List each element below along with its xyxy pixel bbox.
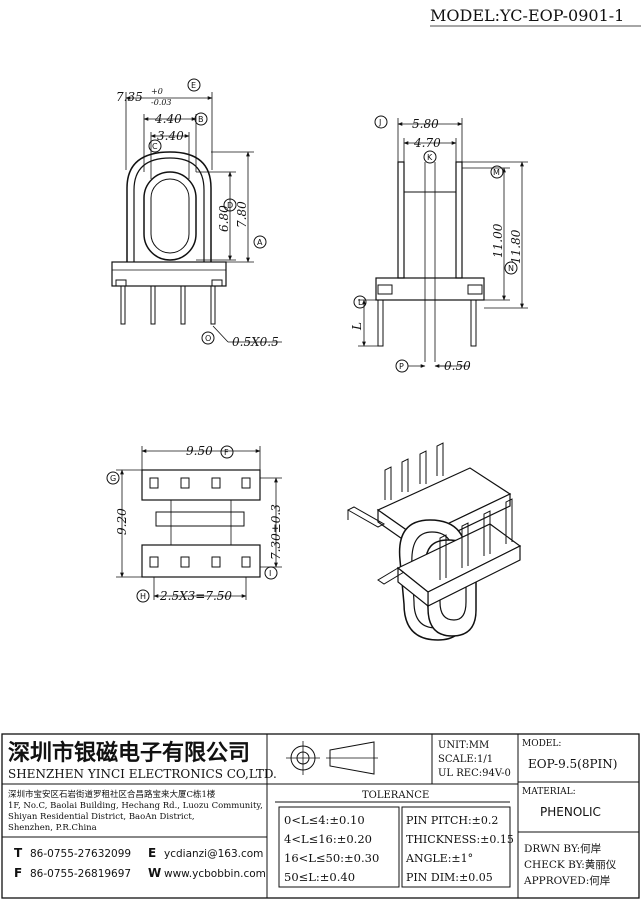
- front-view: 7.35 +0 -0.03 4.40 3.40 6.80 7.80 0.5X0.…: [111, 87, 282, 349]
- address-cn: 深圳市宝安区石岩街道罗租社区合昌路宝来大厦C栋1楼: [8, 789, 216, 800]
- dim-height-inner: 6.80: [217, 205, 231, 232]
- marker-p: P: [395, 359, 409, 373]
- fax-label: F: [14, 866, 22, 880]
- tel-value: 86-0755-27632099: [30, 848, 131, 860]
- marker-a: A: [253, 235, 267, 249]
- projection-symbol-icon: [286, 741, 378, 775]
- tolerance-left-3: 16<L≤50:±0.30: [284, 851, 379, 865]
- svg-text:L: L: [358, 298, 363, 307]
- address-en-line3: Shenzhen, P.R.China: [8, 823, 97, 833]
- drawn-by: DRWN BY:何岸: [524, 842, 601, 855]
- side-view: 5.80 4.70 11.00 11.80 L 0.50: [350, 117, 528, 373]
- tolerance-right-4: PIN DIM:±0.05: [406, 871, 493, 884]
- material-label: MATERIAL:: [522, 787, 576, 797]
- tolerance-right-2: THICKNESS:±0.15: [406, 833, 514, 846]
- marker-d: D: [223, 198, 237, 212]
- marker-l: L: [353, 295, 367, 309]
- dim-bottom-width: 9.50: [186, 444, 213, 458]
- svg-text:O: O: [205, 334, 211, 343]
- marker-b: B: [194, 112, 208, 126]
- tolerance-left-2: 4<L≤16:±0.20: [284, 832, 372, 846]
- dim-side-pin-width: 0.50: [444, 359, 471, 373]
- dim-height-outer: 7.80: [235, 201, 249, 228]
- marker-c: C: [148, 139, 162, 153]
- marker-k: K: [423, 150, 437, 164]
- svg-text:G: G: [110, 474, 116, 483]
- isometric-view: [346, 442, 522, 641]
- dim-side-pin-len: L: [350, 322, 364, 331]
- marker-o: O: [201, 331, 215, 345]
- svg-text:M: M: [493, 168, 500, 177]
- dim-side-width-top: 5.80: [412, 117, 439, 131]
- dim-pin-size: 0.5X0.5: [232, 335, 279, 349]
- tel-label: T: [14, 846, 23, 860]
- marker-i: I: [264, 566, 278, 580]
- checked-by: CHECK BY:黄丽仪: [524, 858, 617, 871]
- dim-bottom-pitch: 2.5X3=7.50: [159, 589, 232, 603]
- title-block: 深圳市银磁电子有限公司 SHENZHEN YINCI ELECTRONICS C…: [1, 733, 640, 899]
- tolerance-right-3: ANGLE:±1°: [405, 852, 473, 865]
- model-value: EOP-9.5(8PIN): [528, 757, 617, 771]
- material-value: PHENOLIC: [540, 805, 601, 819]
- dim-width-core: 3.40: [157, 129, 184, 143]
- svg-text:I: I: [269, 569, 271, 578]
- svg-text:N: N: [508, 264, 514, 273]
- svg-text:J: J: [378, 118, 381, 127]
- marker-h: H: [136, 589, 150, 603]
- model-header: MODEL:YC-EOP-0901-1: [430, 6, 624, 25]
- tolerance-left-4: 50≤L:±0.40: [284, 870, 355, 884]
- dim-bottom-height: 9.20: [115, 508, 129, 535]
- approved-by: APPROVED:何岸: [523, 874, 610, 887]
- dim-width-main: 7.35: [116, 90, 143, 104]
- marker-n: N: [504, 261, 518, 275]
- dim-side-width-mid: 4.70: [413, 136, 441, 150]
- marker-g: G: [106, 471, 120, 485]
- marker-f: F: [220, 445, 234, 459]
- svg-text:K: K: [427, 153, 433, 162]
- dim-tol-minus: -0.03: [151, 98, 172, 107]
- svg-text:A: A: [257, 238, 263, 247]
- email-label: E: [148, 846, 156, 860]
- dim-tol-plus: +0: [151, 87, 163, 96]
- model-label: MODEL:: [522, 739, 561, 749]
- svg-text:E: E: [191, 81, 196, 90]
- web-value: www.ycbobbin.com: [164, 868, 266, 880]
- fax-value: 86-0755-26819697: [30, 868, 131, 880]
- ul-text: UL REC:94V-0: [438, 768, 511, 779]
- dim-side-height-inner: 11.00: [491, 223, 505, 258]
- svg-text:P: P: [399, 362, 404, 371]
- address-en-line2: Shiyan Residential District, BaoAn Distr…: [8, 812, 195, 822]
- tolerance-right-1: PIN PITCH:±0.2: [406, 814, 498, 827]
- email-value: ycdianzi@163.com: [164, 848, 263, 860]
- unit-text: UNIT:MM: [438, 740, 489, 751]
- svg-text:B: B: [198, 115, 204, 124]
- svg-text:C: C: [152, 142, 158, 151]
- address-en-line1: 1F, No.C, Baolai Building, Hechang Rd., …: [8, 801, 263, 811]
- svg-text:H: H: [140, 592, 146, 601]
- web-label: W: [148, 866, 161, 880]
- svg-text:D: D: [227, 201, 233, 210]
- marker-j: J: [374, 115, 388, 129]
- svg-text:F: F: [224, 448, 229, 457]
- company-name-cn: 深圳市银磁电子有限公司: [8, 740, 250, 766]
- bottom-view: 9.50 9.20 7.30±0.3 2.5X3=7.50: [115, 444, 283, 603]
- marker-m: M: [490, 165, 504, 179]
- tolerance-label: TOLERANCE: [362, 790, 429, 801]
- markers: E B C D A O J K M N L P F G I H: [106, 78, 518, 603]
- scale-text: SCALE:1/1: [438, 754, 493, 765]
- tolerance-left-1: 0<L≤4:±0.10: [284, 813, 365, 827]
- marker-e: E: [187, 78, 201, 92]
- dim-bottom-height-tol: 7.30±0.3: [269, 504, 283, 560]
- dim-width-inner: 4.40: [154, 112, 182, 126]
- dim-side-height-outer: 11.80: [509, 229, 523, 264]
- company-name-en: SHENZHEN YINCI ELECTRONICS CO,LTD.: [8, 767, 277, 781]
